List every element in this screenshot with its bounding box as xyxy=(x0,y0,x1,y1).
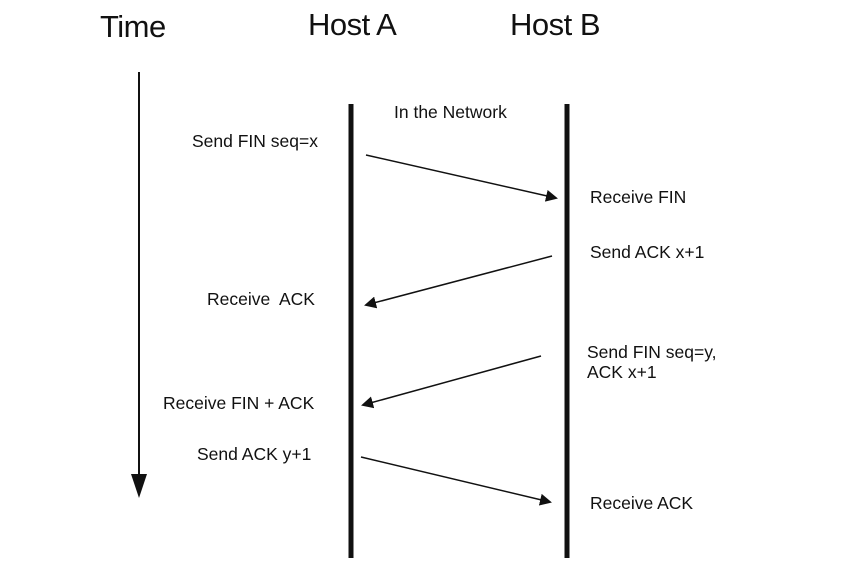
host-b-event-send-fin-ack: Send FIN seq=y, ACK x+1 xyxy=(587,342,717,382)
message-arrow-ack-y1 xyxy=(360,456,552,506)
host-a-header: Host A xyxy=(308,7,397,42)
host-b-event-receive-ack: Receive ACK xyxy=(590,493,694,513)
message-arrow-fin-ack xyxy=(361,355,542,409)
network-label: In the Network xyxy=(394,102,507,122)
message-arrow-ack-x1 xyxy=(364,255,553,309)
time-header: Time xyxy=(100,9,166,44)
message-arrow-fin-x xyxy=(365,154,558,202)
host-b-header: Host B xyxy=(510,7,601,42)
time-axis-arrowhead xyxy=(131,474,147,498)
host-a-event-receive-ack: Receive ACK xyxy=(207,289,315,309)
host-a-event-send-ack-y1: Send ACK y+1 xyxy=(197,444,312,464)
host-b-event-receive-fin: Receive FIN xyxy=(590,187,687,207)
host-a-event-receive-fin-ack: Receive FIN + ACK xyxy=(163,393,315,413)
host-b-event-send-ack-x1: Send ACK x+1 xyxy=(590,242,705,262)
host-a-event-send-fin: Send FIN seq=x xyxy=(192,131,318,151)
